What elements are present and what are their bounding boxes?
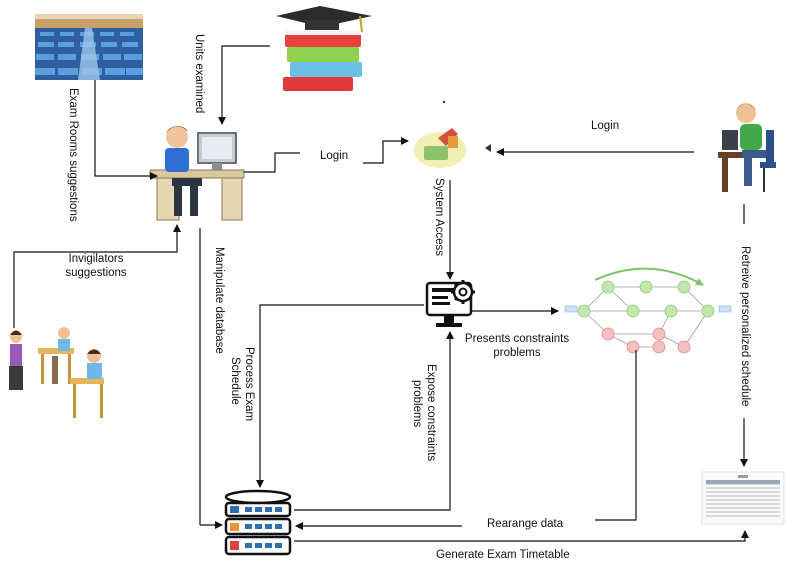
- system-login-icon: [414, 100, 466, 168]
- label-invigilators-line2: suggestions: [65, 267, 127, 279]
- label-presents-line1: Presents constraints: [464, 333, 570, 345]
- database-icon: [224, 489, 292, 556]
- label-retrieve-schedule: Retreive personalized schedule: [739, 246, 751, 407]
- label-exam-rooms-suggestions: Exam Rooms suggestions: [67, 88, 79, 222]
- label-process-exam-schedule-2: Schedule: [229, 357, 241, 405]
- label-login-left: Login: [320, 150, 349, 162]
- timetable-document-icon: [701, 471, 785, 525]
- label-expose-constraints-2: problems: [411, 380, 423, 428]
- admin-at-computer-icon: [149, 126, 245, 221]
- label-invigilators-suggestions: Invigilators suggestions: [48, 252, 144, 280]
- label-login-right: Login: [591, 120, 620, 132]
- exam-room-photo-icon: [35, 14, 143, 80]
- computer-gear-icon: [425, 280, 475, 327]
- label-rearrange-data: Rearange data: [487, 518, 564, 530]
- arrow-login-left: [244, 152, 300, 173]
- label-manipulate-database: Manipulate database: [213, 247, 225, 354]
- label-invigilators-line1: Invigilators: [68, 253, 124, 265]
- arrowhead-left: [485, 144, 491, 152]
- arrow-process-schedule: [256, 304, 424, 488]
- student-at-computer-icon: [718, 103, 776, 192]
- arrow-login-left-2: [363, 137, 409, 164]
- arrow-generate-timetable: [294, 530, 749, 542]
- label-system-access: System Access: [433, 178, 445, 256]
- constraint-graph-icon: [564, 267, 732, 354]
- label-units-examined: Units examined: [193, 34, 205, 114]
- invigilators-classroom-icon: [9, 327, 104, 418]
- label-generate-timetable: Generate Exam Timetable: [436, 549, 570, 561]
- arrow-exam-rooms: [94, 80, 158, 180]
- label-presents-line2: problems: [493, 347, 541, 359]
- arrow-expose-constraints: [294, 331, 454, 511]
- label-process-exam-schedule-1: Process Exam: [243, 347, 255, 422]
- books-graduation-cap-icon: [276, 6, 372, 91]
- arrow-rearrange-data: [595, 350, 637, 521]
- arrow-units-examined: [218, 45, 270, 125]
- label-expose-constraints-1: Expose constraints: [425, 364, 437, 462]
- label-presents-constraints: Presents constraints problems: [458, 332, 576, 360]
- arrow-invigilators: [13, 224, 181, 328]
